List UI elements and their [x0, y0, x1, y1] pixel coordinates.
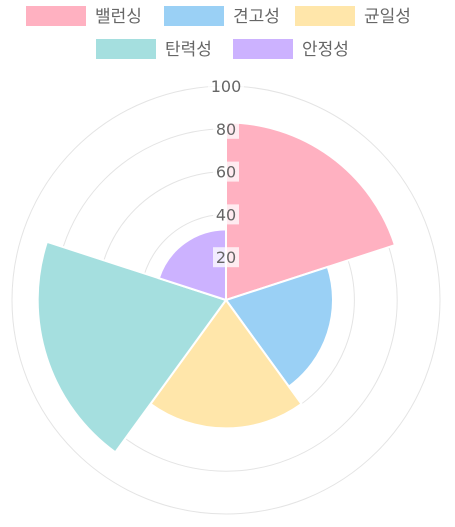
legend-item-견고성[interactable]: 견고성: [164, 6, 280, 27]
tick-label-60: 60: [216, 163, 236, 182]
tick-layer: 20 40 60 80 100: [208, 76, 244, 268]
slice-견고성[interactable]: [224, 265, 334, 388]
tick-label-80: 80: [216, 120, 236, 139]
legend-item-탄력성[interactable]: 탄력성: [96, 39, 212, 60]
tick-label-backdrop: [213, 247, 239, 268]
legend-swatch: [233, 39, 293, 59]
legend-swatch: [26, 6, 86, 26]
legend-item-안정성[interactable]: 안정성: [233, 39, 349, 60]
slice-안정성[interactable]: [157, 228, 227, 302]
legend-label: 안정성: [302, 40, 349, 60]
legend-label: 균일성: [364, 7, 411, 27]
slice-밸런싱[interactable]: [225, 121, 397, 302]
tick-label-20: 20: [216, 248, 236, 267]
legend-item-밸런싱[interactable]: 밸런싱: [26, 6, 142, 27]
legend-label: 탄력성: [165, 40, 212, 60]
legend-swatch: [295, 6, 355, 26]
legend-swatch: [164, 6, 224, 26]
slice-균일성[interactable]: [149, 298, 303, 430]
slice-layer: [36, 121, 397, 454]
legend-label: 견고성: [233, 7, 280, 27]
tick-label-backdrop: [213, 118, 239, 139]
legend-item-균일성[interactable]: 균일성: [295, 6, 411, 27]
tick-label-backdrop: [213, 204, 239, 225]
tick-label-backdrop: [213, 161, 239, 182]
tick-label-100: 100: [211, 77, 242, 96]
tick-label-40: 40: [216, 205, 236, 224]
legend-swatch: [96, 39, 156, 59]
tick-label-backdrop: [208, 76, 244, 96]
legend-label: 밸런싱: [95, 7, 142, 27]
slice-탄력성[interactable]: [36, 240, 228, 454]
